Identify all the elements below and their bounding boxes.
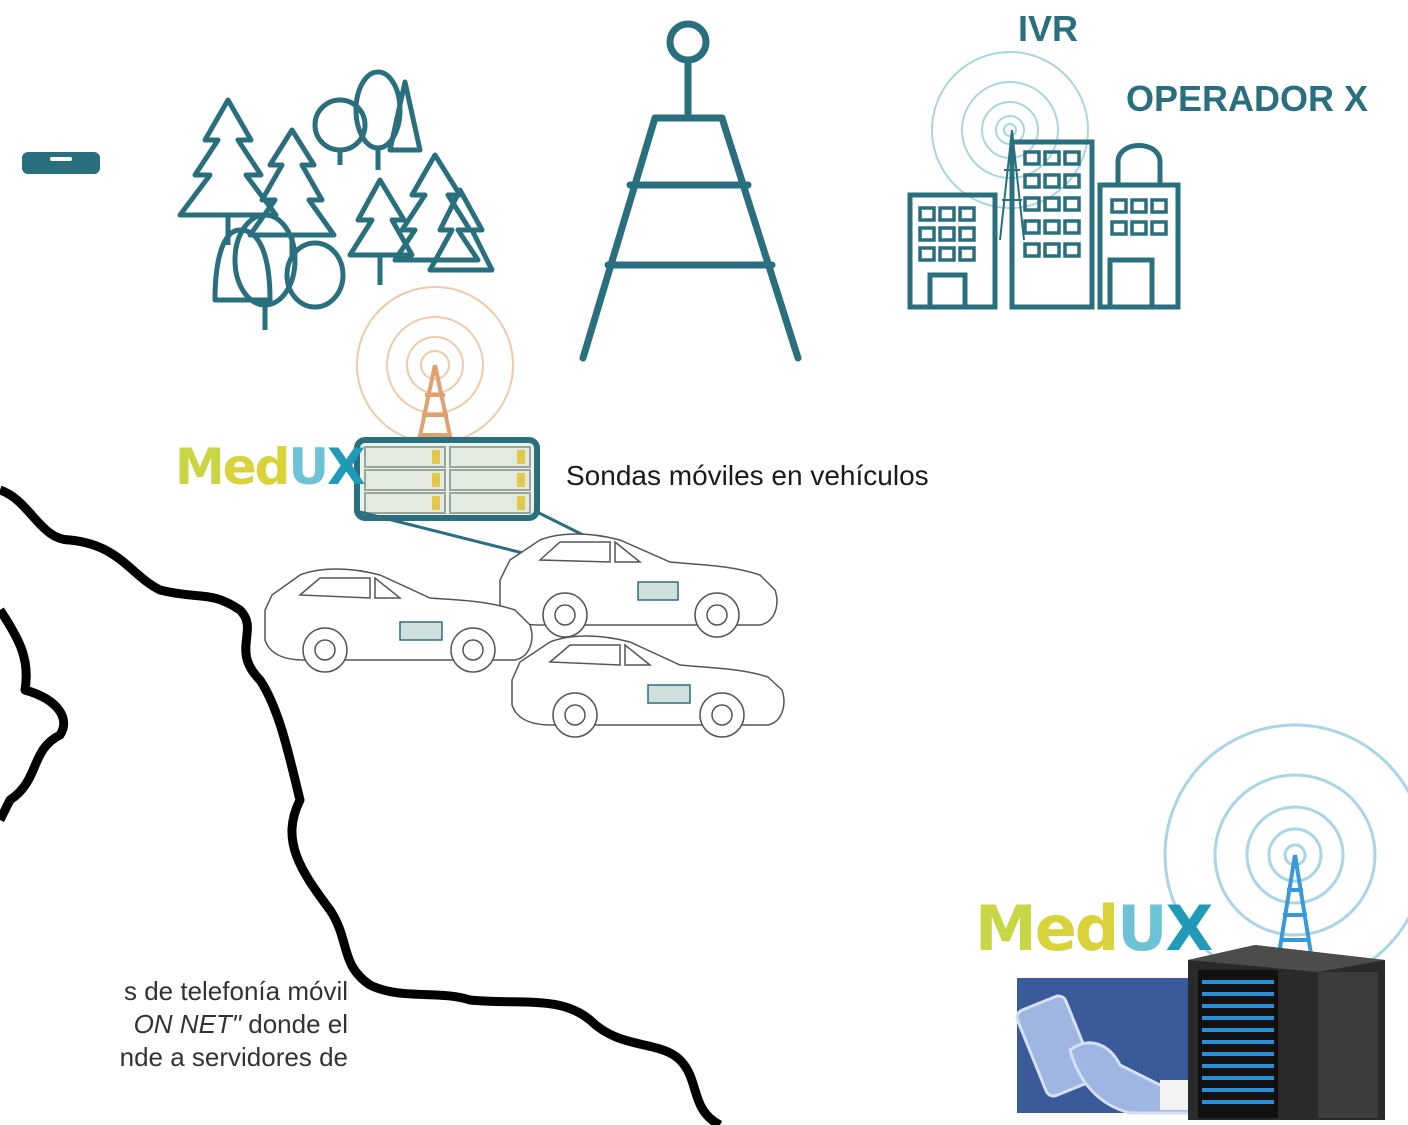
central-tower-icon (579, 20, 802, 362)
map-border-inner (0, 607, 69, 823)
car-icon (264, 568, 533, 673)
server-rack-icon (1188, 945, 1385, 1120)
description-line: ON NET" donde el (133, 1009, 348, 1039)
car-icon (499, 533, 778, 638)
blue-tower-icon (1276, 854, 1314, 961)
probes-label: Sondas móviles en vehículos (566, 460, 929, 491)
description-text: s de telefonía móvil ON NET" donde el nd… (0, 975, 348, 1125)
car-icon (511, 635, 785, 738)
orange-tower-icon (416, 364, 454, 446)
buildings-icon (907, 139, 1181, 310)
description-line: nde a servidores de (119, 1042, 348, 1072)
description-line: s de telefonía móvil (123, 976, 348, 1006)
ivr-label: IVR (1018, 8, 1079, 49)
operator-label: OPERADOR X (1126, 78, 1369, 119)
medux-logo: MedUX (175, 438, 366, 496)
map-border (0, 485, 723, 1125)
medux-logo-large: MedUX (975, 892, 1213, 965)
building-antenna-icon (999, 129, 1025, 241)
probe-server-box (354, 437, 540, 521)
building-windows (918, 150, 1168, 262)
probe-modules (364, 446, 531, 514)
forest-icon (177, 69, 495, 330)
device-icon (22, 152, 100, 174)
